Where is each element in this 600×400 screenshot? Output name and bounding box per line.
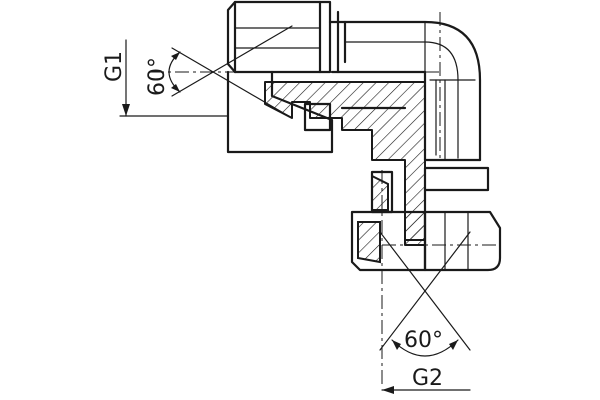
- angle-marker-top: [168, 25, 293, 119]
- label-g2: G2: [412, 366, 443, 391]
- sectioned-body: [264, 81, 426, 246]
- angle-marker-bottom: [379, 231, 471, 357]
- dimension-g2: [381, 386, 471, 394]
- dimension-g1: [119, 39, 229, 117]
- label-angle-top: 60°: [145, 57, 170, 96]
- center-lines: [150, 12, 500, 388]
- lower-swivel-nut: [350, 166, 502, 272]
- label-angle-bottom: 60°: [404, 328, 443, 353]
- elbow-body: [328, 10, 482, 162]
- label-g1: G1: [102, 51, 127, 82]
